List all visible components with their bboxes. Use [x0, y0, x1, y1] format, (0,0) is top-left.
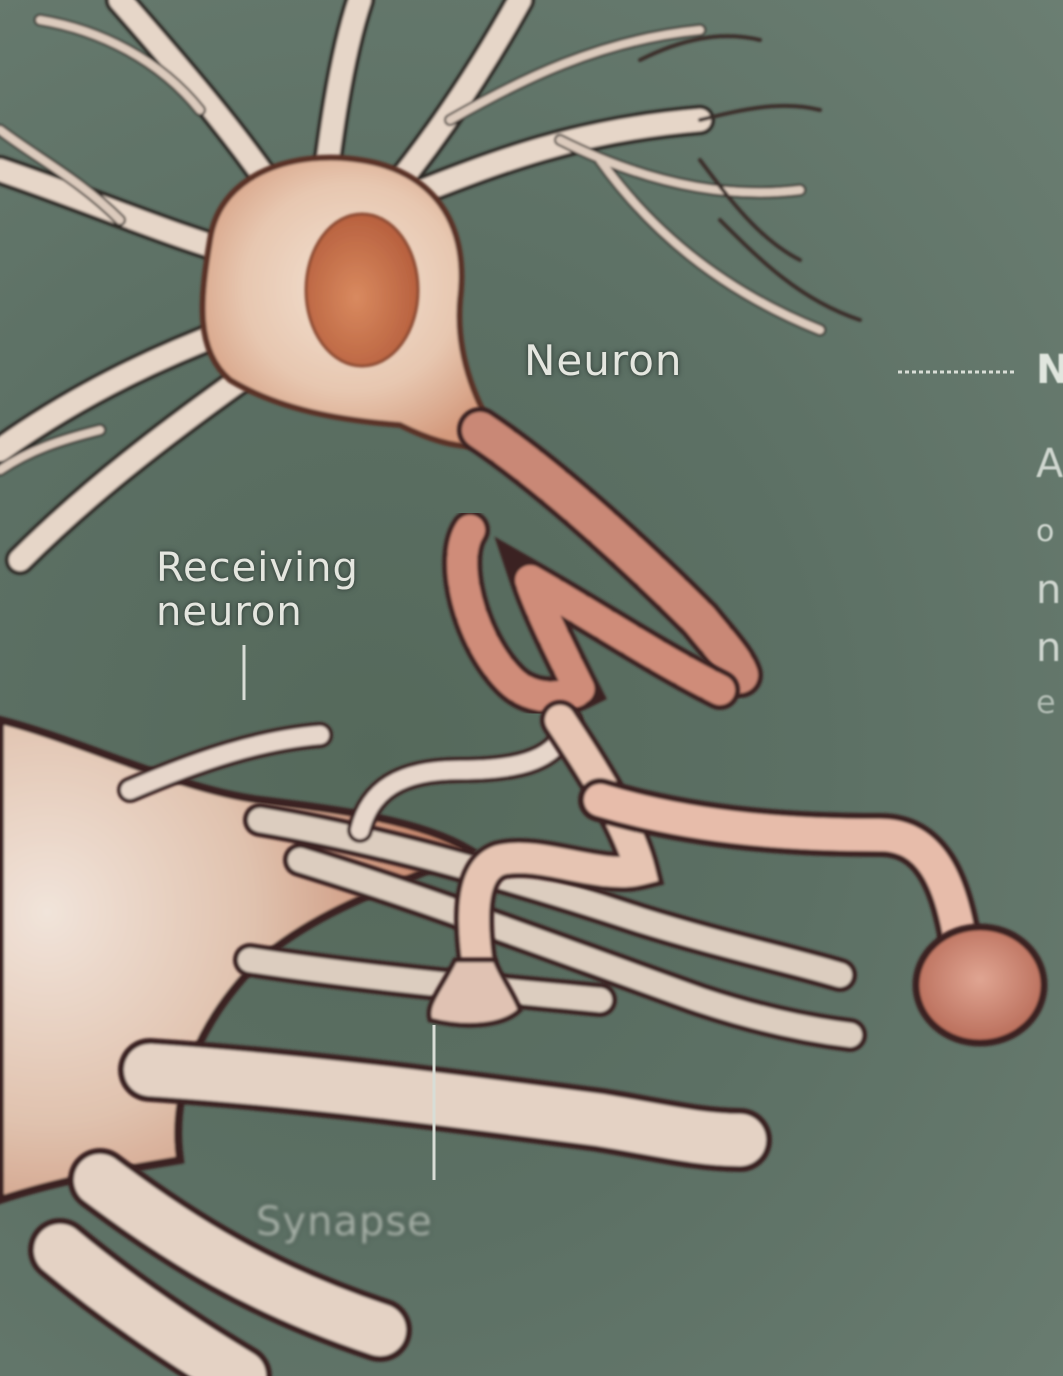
- side-panel-line: o: [1036, 510, 1054, 554]
- synapse-label: Synapse: [256, 1200, 433, 1244]
- receiving-neuron-label: Receiving neuron: [156, 546, 359, 634]
- cropped-side-panel: N A o n n e: [1030, 330, 1063, 800]
- terminal-bulb: [916, 927, 1044, 1043]
- side-panel-line: e: [1036, 680, 1056, 724]
- side-panel-heading: N: [1036, 348, 1063, 392]
- side-panel-line: n: [1036, 568, 1061, 612]
- nucleus: [306, 214, 418, 366]
- neuron-label: Neuron: [524, 339, 683, 383]
- side-panel-line: A: [1036, 442, 1063, 486]
- side-panel-line: n: [1036, 626, 1061, 670]
